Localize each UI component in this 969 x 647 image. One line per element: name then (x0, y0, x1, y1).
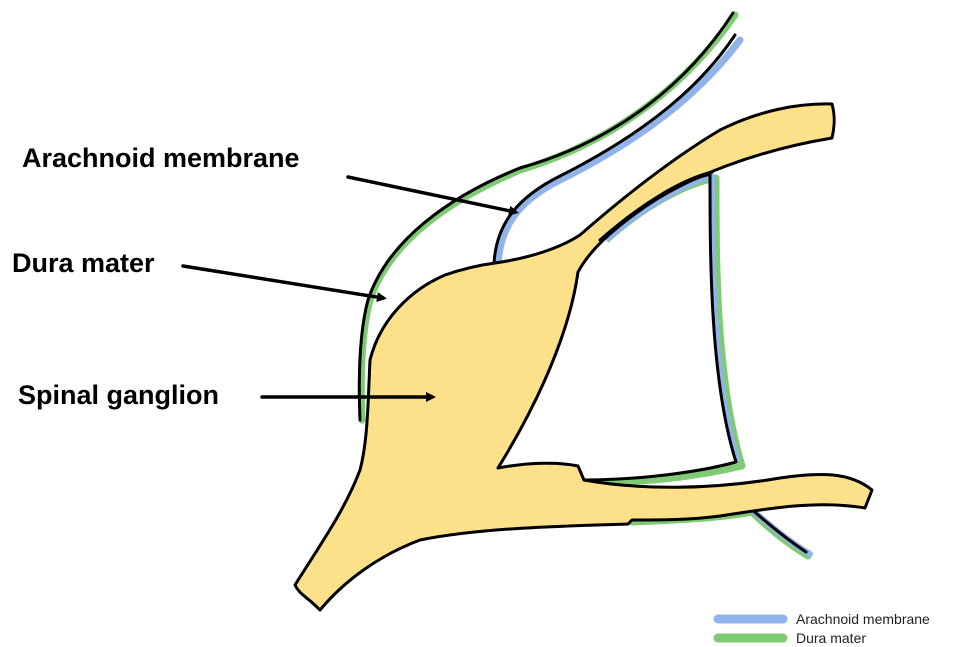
legend-label-dura: Dura mater (796, 630, 866, 646)
ganglion-label: Spinal ganglion (18, 380, 219, 410)
dura-arrow (183, 266, 383, 298)
arachnoid-label: Arachnoid membrane (22, 143, 300, 173)
dura-label: Dura mater (12, 248, 155, 278)
legend: Arachnoid membrane Dura mater (718, 611, 930, 646)
legend-label-arachnoid: Arachnoid membrane (796, 611, 930, 627)
